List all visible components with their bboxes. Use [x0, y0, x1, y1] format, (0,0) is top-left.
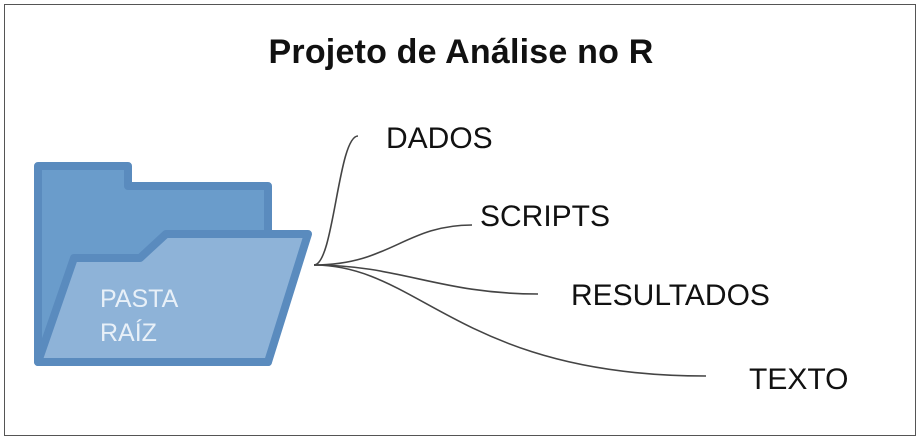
diagram-title: Projeto de Análise no R [268, 33, 654, 71]
branch-label-resultados: RESULTADOS [571, 279, 770, 312]
branch-label-dados: DADOS [386, 122, 493, 155]
branch-label-scripts: SCRIPTS [480, 200, 610, 233]
connector-resultados [313, 264, 539, 295]
branch-label-texto: TEXTO [749, 363, 848, 396]
connector-texto [313, 264, 707, 377]
folder-label-line2: RAÍZ [100, 318, 157, 347]
connector-scripts [313, 224, 473, 266]
connector-group [313, 135, 707, 377]
folder-front-panel [34, 230, 312, 366]
folder-label-line1: PASTA [100, 285, 179, 313]
connector-dados [313, 135, 359, 266]
folder-icon: PASTA RAÍZ [34, 162, 312, 366]
